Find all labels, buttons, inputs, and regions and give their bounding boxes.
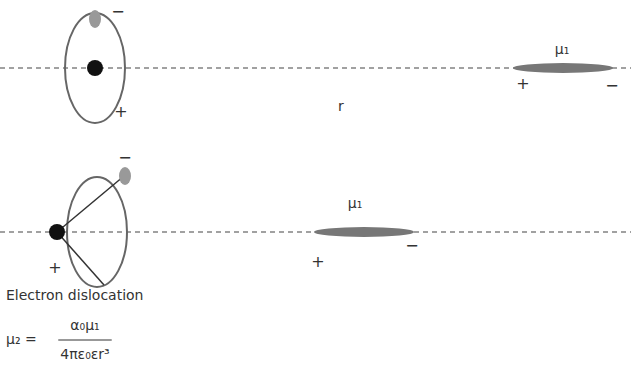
charge-sign: −	[405, 237, 418, 255]
dipole-label: μ₁	[555, 42, 570, 57]
charge-sign: −	[118, 149, 131, 167]
distance-label: r	[338, 99, 344, 114]
charge-sign: −	[605, 77, 618, 95]
charge-sign: +	[114, 103, 127, 121]
formula-part: 4πε₀εr³	[60, 347, 109, 362]
cone-line	[57, 176, 124, 232]
charge-sign: +	[311, 253, 324, 271]
electron	[119, 167, 131, 185]
fraction-bar	[58, 340, 111, 341]
cone-line	[57, 232, 104, 285]
charge-sign: −	[111, 3, 124, 21]
charge-sign: +	[48, 259, 61, 277]
caption-note: Electron dislocation	[6, 288, 144, 303]
dipole-label: μ₁	[348, 196, 363, 211]
nucleus	[49, 224, 65, 240]
dipole	[314, 227, 414, 237]
formula-part: μ₂ =	[6, 332, 37, 347]
nucleus	[87, 60, 103, 76]
formula-part: α₀μ₁	[70, 318, 99, 333]
charge-sign: +	[516, 75, 529, 93]
dipole	[513, 63, 613, 73]
electron	[89, 10, 101, 28]
electron-orbit	[67, 177, 127, 287]
